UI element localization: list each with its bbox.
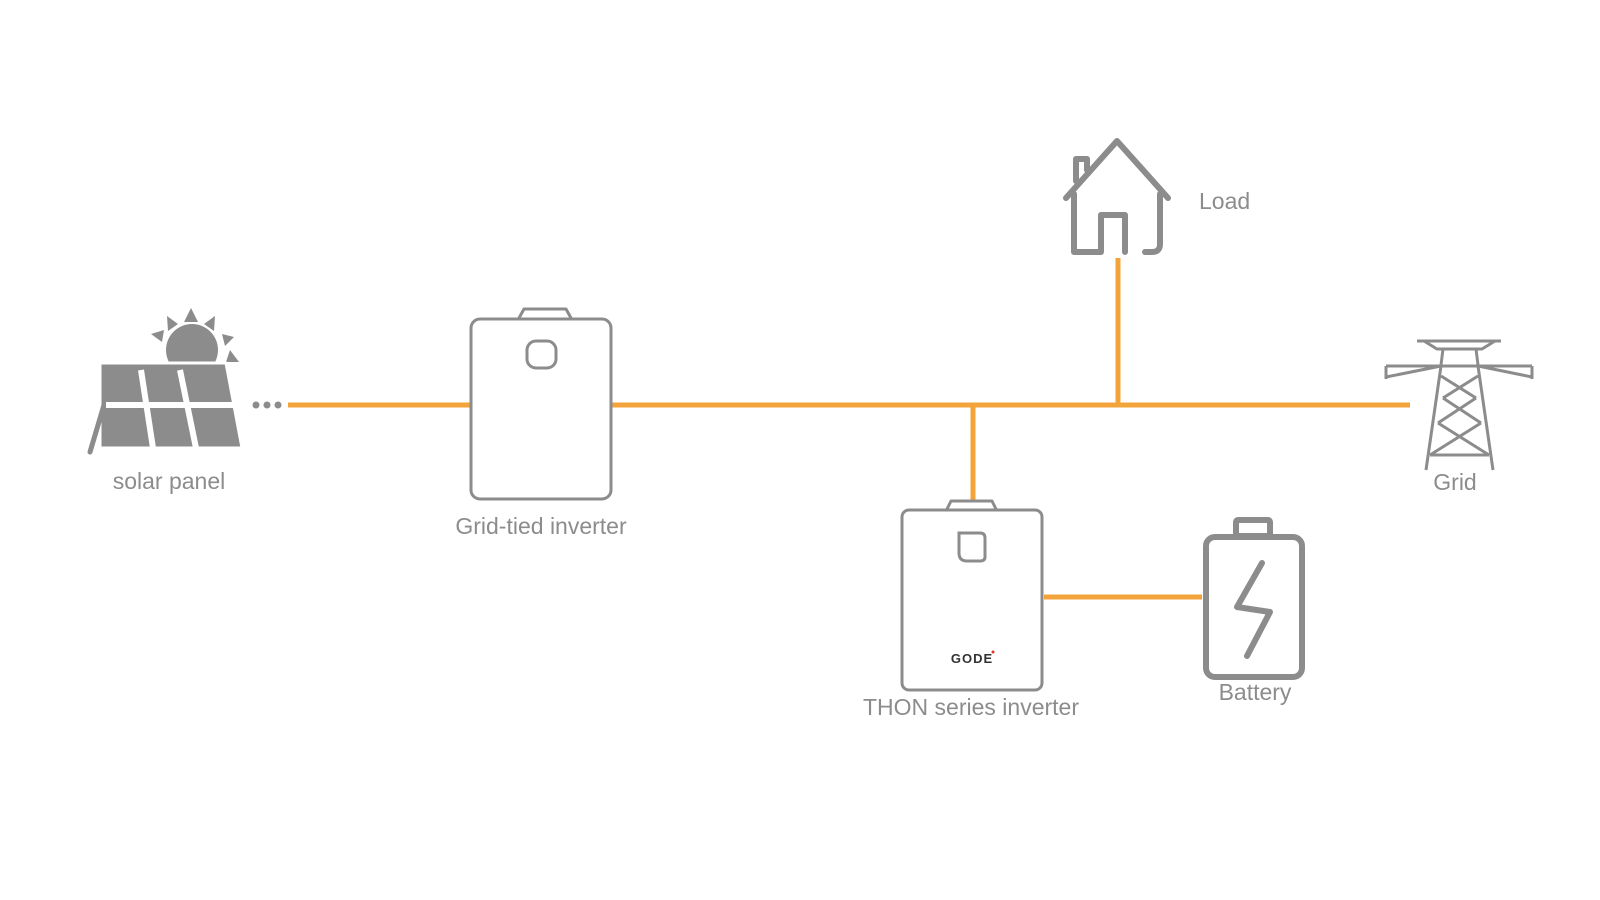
solar-panel-icon (87, 308, 244, 455)
house-icon (1063, 138, 1171, 255)
thon-logo-mark (991, 650, 995, 654)
solar-panel-label: solar panel (112, 468, 226, 494)
transmission-tower-icon (1384, 339, 1534, 471)
grid-tied-inverter-label: Grid-tied inverter (455, 513, 627, 539)
thon-inverter-label: THON series inverter (863, 694, 1079, 720)
grid-tied-inverter-icon (469, 307, 613, 501)
battery-charging-icon (1203, 517, 1305, 680)
battery-label: Battery (1218, 679, 1292, 705)
thon-inverter-icon (900, 499, 1044, 692)
load-label: Load (1199, 188, 1251, 214)
solar-dotted-lead (252, 401, 282, 409)
thon-logo-text: GODE (951, 651, 993, 666)
connections (288, 258, 1410, 600)
grid-label: Grid (1433, 469, 1477, 495)
